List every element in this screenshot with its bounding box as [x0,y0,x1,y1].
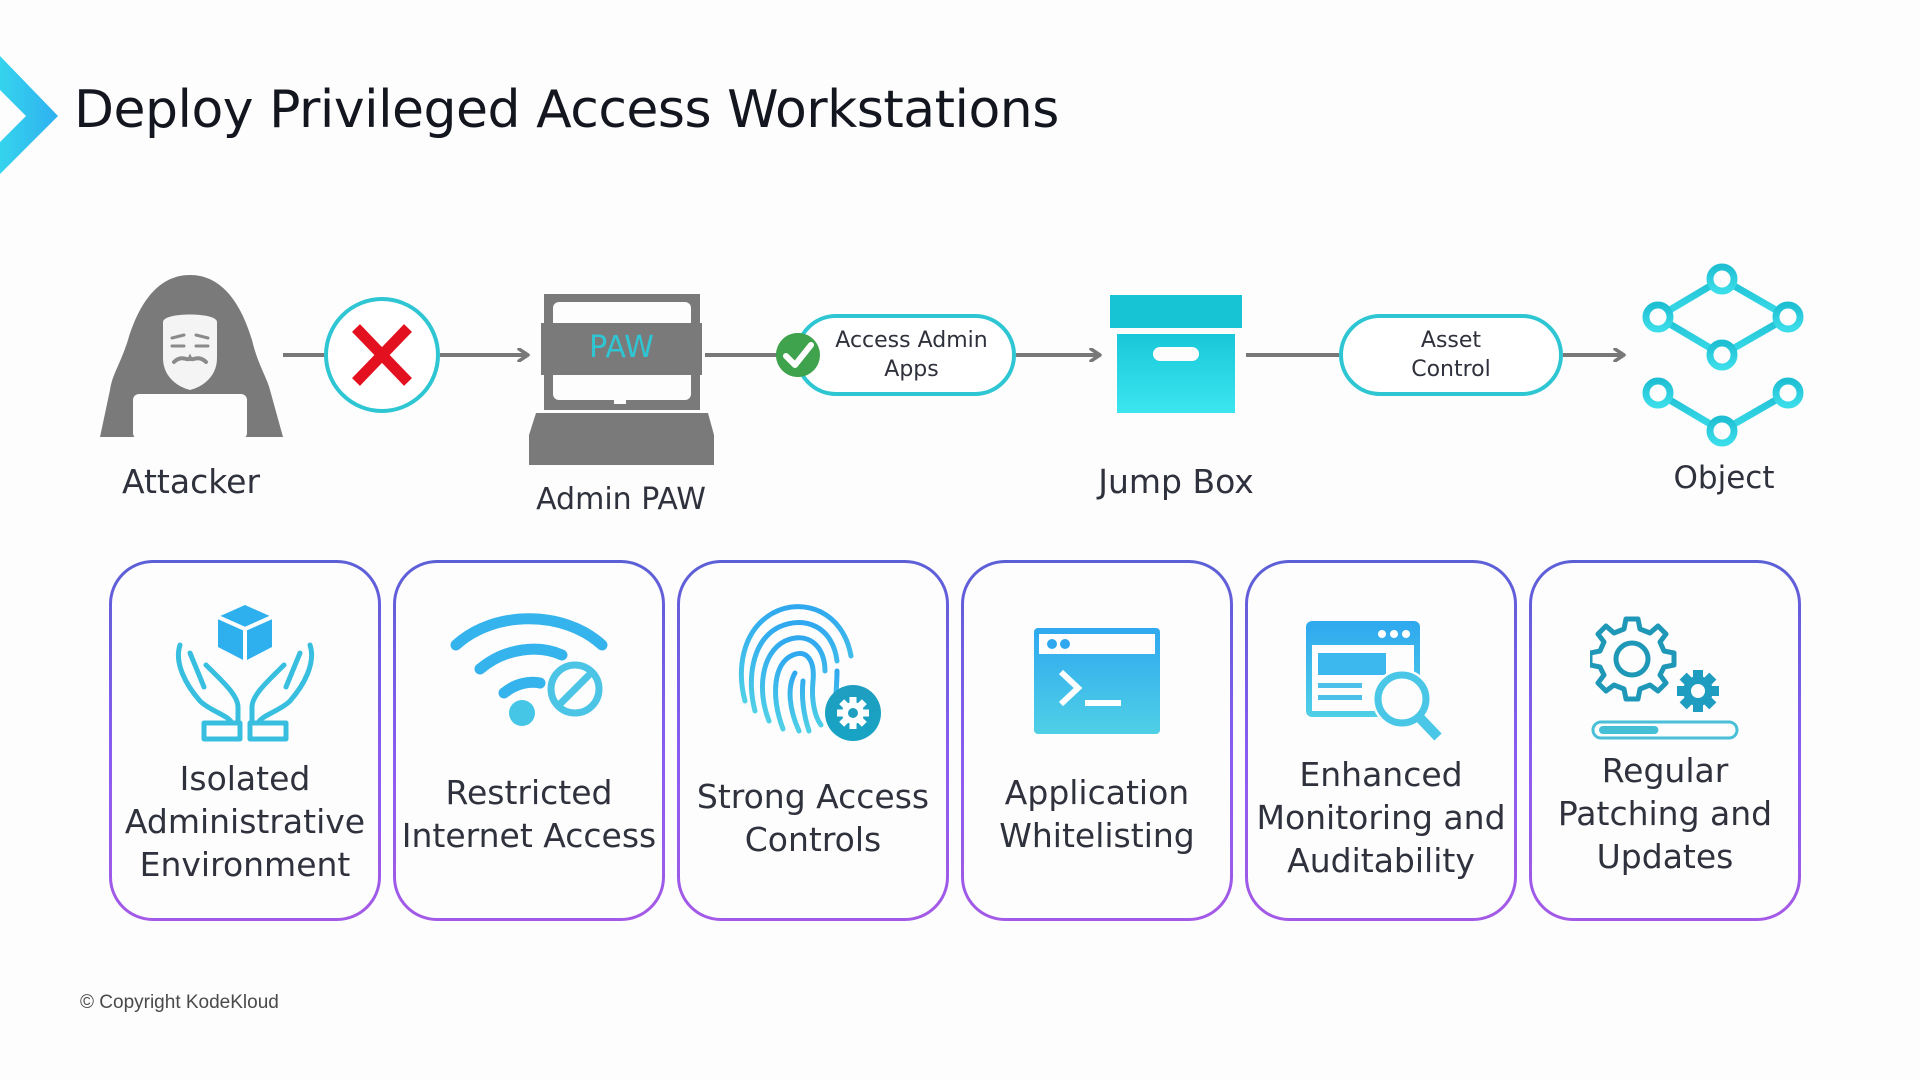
chevron-logo-icon [0,56,58,174]
hands-holding-cube-icon [175,605,315,742]
admin-paw-label: Admin PAW [536,482,706,517]
network-cube-icon [1642,263,1804,447]
card-text-line: Whitelisting [999,816,1195,855]
laptop-icon [529,294,714,465]
card-text-line: Patching and [1557,794,1773,833]
card-text-line: Internet Access [401,816,657,855]
browser-magnifier-icon [1306,621,1442,741]
hooded-hacker-icon [100,275,283,439]
paw-screen-text: PAW [589,330,654,365]
card-text-line: Auditability [1287,841,1475,880]
card-text-line: Regular [1601,751,1729,790]
pill-line: Apps [884,357,939,382]
large-gear-icon [1590,616,1677,702]
flow-graphics [100,263,1804,465]
feature-card-isolated-environment: Isolated Administrative Environment [109,560,381,921]
attacker-label: Attacker [121,462,261,501]
gears-progress-icon [1590,616,1739,740]
access-flow-diagram: PAW Attacker Admin PAW Jump Box Object A… [0,250,1920,540]
terminal-window-icon [1034,628,1160,734]
card-text-line: Environment [139,845,351,884]
red-x-icon [352,324,412,386]
card-text-line: Application [1004,773,1190,812]
card-text-line: Monitoring and [1256,798,1506,837]
jump-box-label: Jump Box [1098,462,1254,501]
pill-line: Asset [1420,328,1482,353]
feature-card-application-whitelisting: Application Whitelisting [961,560,1233,921]
card-text-line: Enhanced [1299,755,1463,794]
feature-card-restricted-internet: Restricted Internet Access [393,560,665,921]
small-gear-icon [1677,670,1719,712]
fingerprint-gear-icon [738,604,881,741]
wifi-blocked-icon [450,613,608,726]
archive-box-icon [1110,295,1242,413]
green-check-icon [776,333,820,377]
asset-control-pill: Asset Control [1339,314,1563,396]
feature-card-enhanced-monitoring: Enhanced Monitoring and Auditability [1245,560,1517,921]
pill-line: Access Admin [835,328,988,353]
card-text-line: Isolated [179,759,311,798]
card-text-line: Strong Access [696,777,930,816]
blocked-marker [324,297,440,413]
card-text-line: Restricted [445,773,613,812]
card-text-line: Controls [744,820,882,859]
card-text-line: Updates [1596,837,1734,876]
feature-card-regular-patching: Regular Patching and Updates [1529,560,1801,921]
pill-line: Control [1411,357,1491,382]
progress-fill [1599,726,1659,734]
access-admin-apps-pill: Access Admin Apps [795,314,1016,396]
card-text-line: Administrative [124,802,366,841]
page-title: Deploy Privileged Access Workstations [74,80,1059,140]
object-label: Object [1673,460,1775,496]
feature-card-strong-access-controls: Strong Access Controls [677,560,949,921]
copyright-footer: © Copyright KodeKloud [80,992,279,1013]
